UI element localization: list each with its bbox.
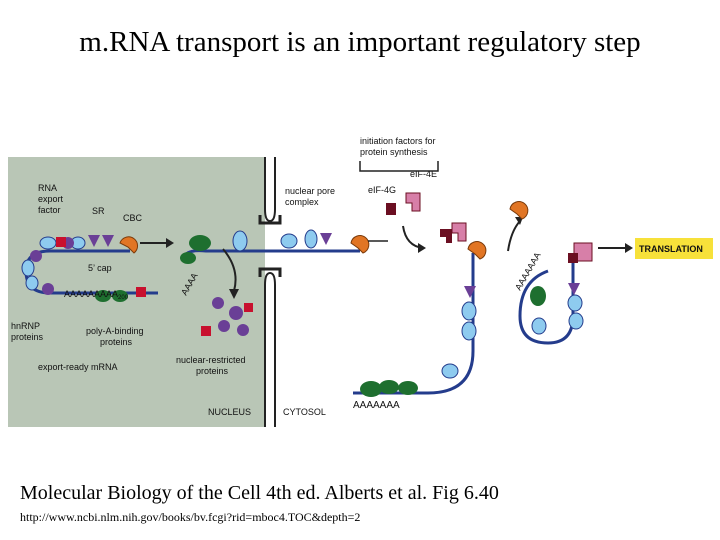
nuclear-restricted-proteins [201,297,253,336]
released-cbc [509,201,529,220]
pore-complex-proteins [180,229,370,264]
label-rna-export-factor-2: export [38,194,64,204]
label-polya-sub: 200 [118,295,129,301]
label-pabp-2: proteins [100,337,133,347]
init-factor-arrow [359,161,439,172]
label-rna-export-factor-3: factor [38,205,61,215]
cbc-cap-protein [119,236,138,254]
label-polya: AAAAAAAAA200 [64,289,129,301]
label-nuclear-pore-2: complex [285,197,319,207]
label-hnrnp-1: hnRNP [11,321,40,331]
label-cytosol: CYTOSOL [283,407,326,417]
label-nuclear-pore-1: nuclear pore [285,186,335,196]
translation-complex [530,242,593,335]
cytoplasm-stage-proteins [360,222,487,397]
label-nuclear-restricted-2: proteins [196,366,229,376]
figure-caption: Molecular Biology of the Cell 4th ed. Al… [20,482,499,504]
label-polya-tail: AAAAAAA [353,400,400,411]
label-eif4g: eIF-4G [368,185,396,195]
label-init-factors-2: protein synthesis [360,147,428,157]
rna-export-factors [56,237,146,297]
source-url: http://www.ncbi.nlm.nih.gov/books/bv.fcg… [20,510,361,524]
label-5-cap: 5’ cap [88,263,112,273]
label-nucleus: NUCLEUS [208,407,251,417]
label-polya-a: AAAAAAAAA [64,289,118,299]
label-hnrnp-2: proteins [11,332,44,342]
translation-box [635,238,713,259]
slide-title: m.RNA transport is an important regulato… [79,26,641,58]
label-pabp-1: poly-A-binding [86,326,144,336]
label-export-ready: export-ready mRNA [38,362,118,372]
pabp-proteins [95,290,128,302]
label-sr: SR [92,206,105,216]
label-init-factors-1: initiation factors for [360,136,436,146]
restriction-arrow [222,248,237,292]
label-nuclear-restricted-1: nuclear-restricted [176,355,246,365]
nuclear-envelope [258,157,282,427]
label-translation: TRANSLATION [639,244,703,254]
release-arrow [507,220,521,252]
label-eif4e: eIF-4E [410,169,437,179]
translating-mrna-loop [518,253,575,345]
label-cbc: CBC [123,213,143,223]
label-rna-export-factor-1: RNA [38,183,57,193]
initiation-factor-shapes [386,192,421,215]
mrna-transport-figure: RNA export factor SR CBC 5’ cap AAAAAAAA… [8,136,713,427]
cytoplasmic-mrna-1 [353,253,475,395]
